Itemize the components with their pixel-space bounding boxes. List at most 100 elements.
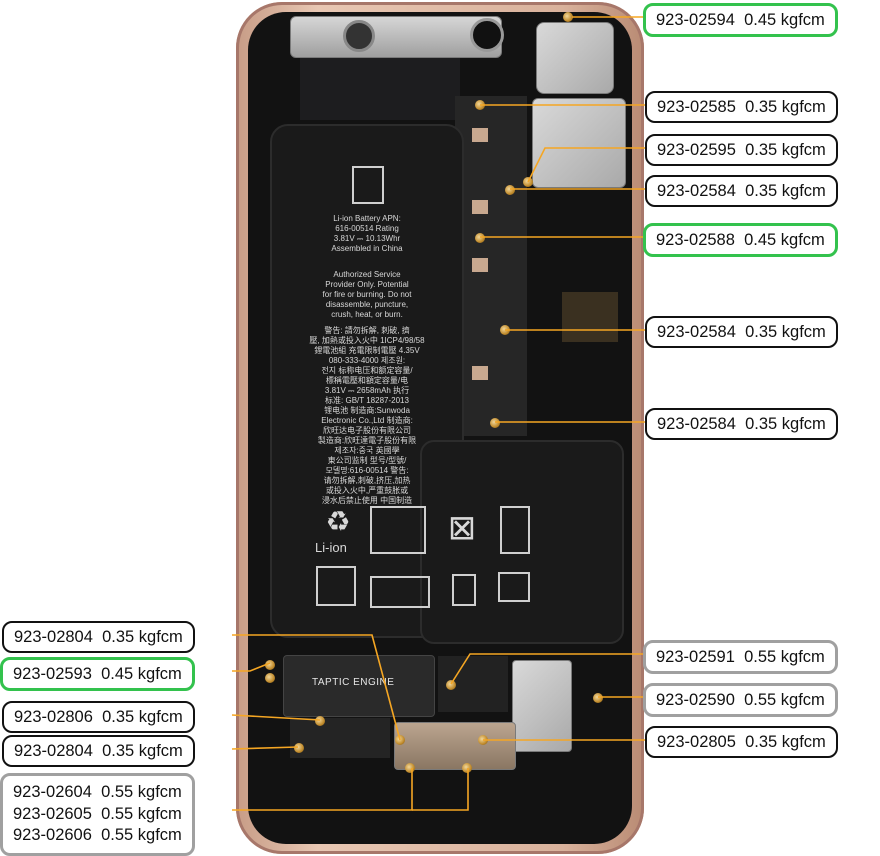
- battery-mark-box: [370, 506, 426, 554]
- screw: [446, 680, 456, 690]
- connector: [472, 258, 488, 272]
- connector: [472, 128, 488, 142]
- part-number: 923-02606: [13, 826, 92, 844]
- callout-screw-label: 923-02584 0.35 kgfcm: [645, 316, 838, 348]
- battery-label-line: 製造商:欣旺達電子股份有限: [317, 436, 417, 445]
- torque-value: 0.35 kgfcm: [745, 323, 826, 341]
- torque-value: 0.55 kgfcm: [101, 783, 182, 801]
- torque-value: 0.55 kgfcm: [744, 691, 825, 709]
- callout-row: 923-02605 0.55 kgfcm: [13, 804, 182, 826]
- callout-row: 923-02604 0.55 kgfcm: [13, 782, 182, 804]
- leader-line: [232, 768, 413, 811]
- top-bracket: [290, 16, 502, 58]
- torque-value: 0.35 kgfcm: [745, 141, 826, 159]
- battery-mark-box: [316, 566, 356, 606]
- screw: [563, 12, 573, 22]
- part-number: 923-02804: [14, 628, 93, 646]
- battery-label-line: 壓, 加熱或投入火中 1ICP4/98/58: [309, 336, 425, 345]
- connector: [472, 366, 488, 380]
- logic-board-shield: [532, 98, 626, 188]
- upper-flex: [300, 58, 460, 120]
- callout-screw-label: 923-02804 0.35 kgfcm: [2, 621, 195, 653]
- callout-screw-label: 923-02594 0.45 kgfcm: [643, 3, 838, 37]
- battery-label-box: [352, 166, 384, 204]
- front-camera-icon: [343, 20, 375, 52]
- battery-label-line: 제조자:중국 英國學: [334, 446, 400, 455]
- recycle-icon: ♻: [325, 506, 351, 537]
- battery-label-line: 3.81V ⎓ 2658mAh 执行: [324, 386, 410, 395]
- part-number: 923-02604: [13, 783, 92, 801]
- part-number: 923-02585: [657, 98, 736, 116]
- part-number: 923-02605: [13, 804, 92, 823]
- callout-screw-label: 923-02584 0.35 kgfcm: [645, 408, 838, 440]
- screw: [405, 763, 415, 773]
- callout-screw-label: 923-02595 0.35 kgfcm: [645, 134, 838, 166]
- screw: [315, 716, 325, 726]
- callout-screw-label: 923-02588 0.45 kgfcm: [643, 223, 838, 257]
- connector: [472, 200, 488, 214]
- callout-screw-label: 923-02585 0.35 kgfcm: [645, 91, 838, 123]
- part-number: 923-02590: [656, 691, 735, 709]
- callout-row: 923-02606 0.55 kgfcm: [13, 825, 182, 847]
- logic-board: [455, 96, 527, 436]
- speaker-enclosure: [512, 660, 572, 752]
- screw: [462, 763, 472, 773]
- battery-mark-box: [370, 576, 430, 608]
- torque-value: 0.35 kgfcm: [745, 415, 826, 433]
- battery-label-line: Li-ion Battery APN:: [333, 214, 401, 223]
- callout-screw-label: 923-02806 0.35 kgfcm: [2, 701, 195, 733]
- battery-label-line: 모델명:616-00514 警告:: [325, 466, 409, 475]
- proximity-sensor-icon: [470, 18, 504, 52]
- battery-label-line: crush, heat, or burn.: [331, 310, 403, 319]
- part-number: 923-02595: [657, 141, 736, 159]
- torque-value: 0.55 kgfcm: [744, 648, 825, 666]
- torque-value: 0.35 kgfcm: [745, 182, 826, 200]
- callout-screw-label: 923-02804 0.35 kgfcm: [2, 735, 195, 767]
- battery-label-line: disassemble, puncture,: [325, 300, 409, 309]
- battery-label-line: Provider Only. Potential: [325, 280, 409, 289]
- leader-line: [527, 147, 645, 183]
- battery-label-line: 東公司监制 型号/型號/: [327, 456, 407, 465]
- part-number: 923-02591: [656, 648, 735, 666]
- lightning-port: [394, 722, 516, 770]
- battery-label-line: Authorized Service: [333, 270, 401, 279]
- battery-label-line: 3.81V ⎓ 10.13Whr: [333, 234, 401, 243]
- torque-value: 0.45 kgfcm: [744, 231, 825, 249]
- battery-label-line: 浸水后禁止使用 中国制造: [321, 496, 413, 505]
- battery-label-line: Assembled in China: [331, 244, 403, 253]
- callout-screw-label: 923-02593 0.45 kgfcm: [0, 657, 195, 691]
- crossed-bin-icon: ⊠: [447, 509, 477, 547]
- battery-mark-box: [498, 572, 530, 602]
- battery-label-line: 전지 标称电压和额定容量/: [321, 366, 413, 375]
- torque-value: 0.45 kgfcm: [744, 11, 825, 29]
- part-number: 923-02584: [657, 415, 736, 433]
- battery-label-line: 標稱電壓和額定容量/电: [325, 376, 409, 385]
- battery-li-ion-label: Li-ion: [315, 540, 347, 555]
- battery-label-line: for fire or burning. Do not: [322, 290, 412, 299]
- battery-label-line: 鋰電池組 充電限制電壓 4.35V: [314, 346, 420, 355]
- screw: [593, 693, 603, 703]
- part-number: 923-02804: [14, 742, 93, 760]
- leader-line: [412, 768, 469, 811]
- battery-label-line: 请勿拆解,刺破,挤压,加热: [323, 476, 411, 485]
- part-number: 923-02584: [657, 182, 736, 200]
- battery-label-line: 080-333-4000 제조원:: [328, 356, 406, 365]
- callout-screw-label: 923-02591 0.55 kgfcm: [643, 640, 838, 674]
- torque-value: 0.45 kgfcm: [101, 665, 182, 683]
- taptic-engine: [283, 655, 435, 717]
- battery-mark-box: [500, 506, 530, 554]
- screw: [475, 233, 485, 243]
- callout-screw-label: 923-02584 0.35 kgfcm: [645, 175, 838, 207]
- screw: [505, 185, 515, 195]
- battery-label-line: 警告: 請勿拆解, 刺破, 擠: [324, 326, 410, 335]
- part-number: 923-02584: [657, 323, 736, 341]
- bottom-bracket: [290, 718, 390, 758]
- leader-line: [231, 714, 321, 721]
- screw: [265, 660, 275, 670]
- battery-label-line: 锂电池 制造商:Sunwoda: [324, 406, 410, 415]
- taptic-engine-label: TAPTIC ENGINE: [312, 677, 395, 688]
- leader-line: [231, 746, 299, 750]
